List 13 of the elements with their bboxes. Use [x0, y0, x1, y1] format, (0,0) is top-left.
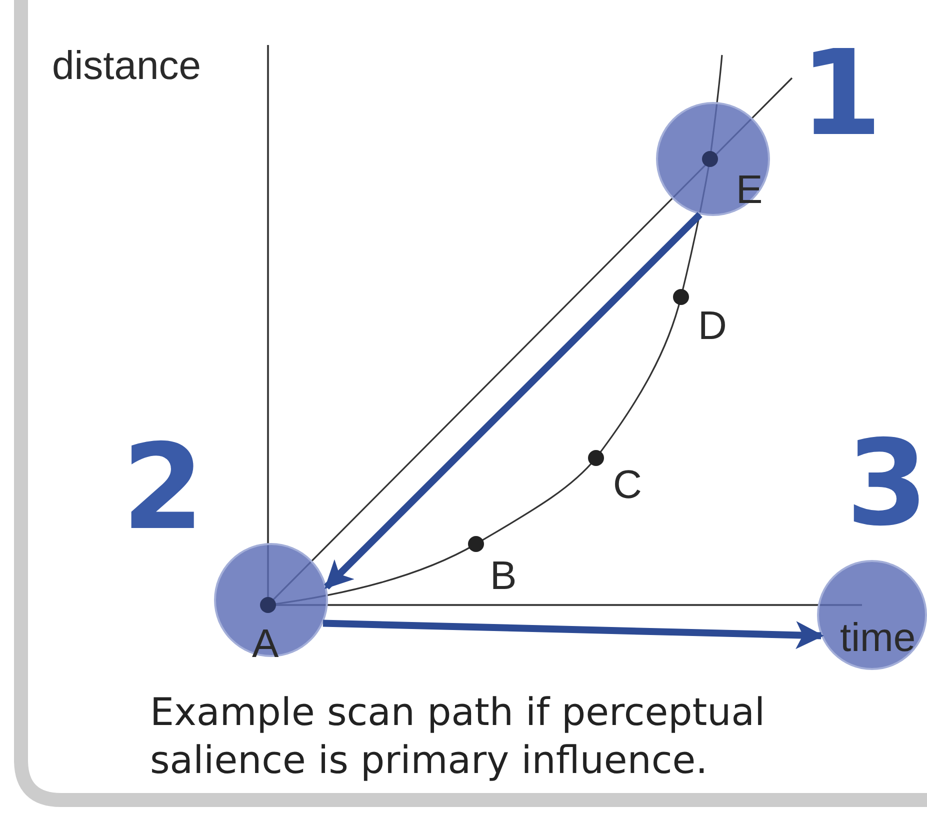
point-label: B — [490, 556, 517, 596]
axis-label: time — [840, 618, 916, 658]
point-label: D — [698, 306, 727, 346]
step-number: 1 — [800, 34, 882, 152]
axis-label: distance — [52, 46, 201, 86]
point-label: C — [613, 465, 642, 505]
point-label: E — [736, 170, 763, 210]
caption: Example scan path if perceptual salience is primary influence. — [150, 689, 766, 784]
arrow — [324, 212, 702, 590]
step-number: 2 — [122, 428, 204, 546]
step-number: 3 — [846, 424, 927, 542]
arrow — [322, 620, 824, 650]
point-label: A — [252, 624, 279, 664]
